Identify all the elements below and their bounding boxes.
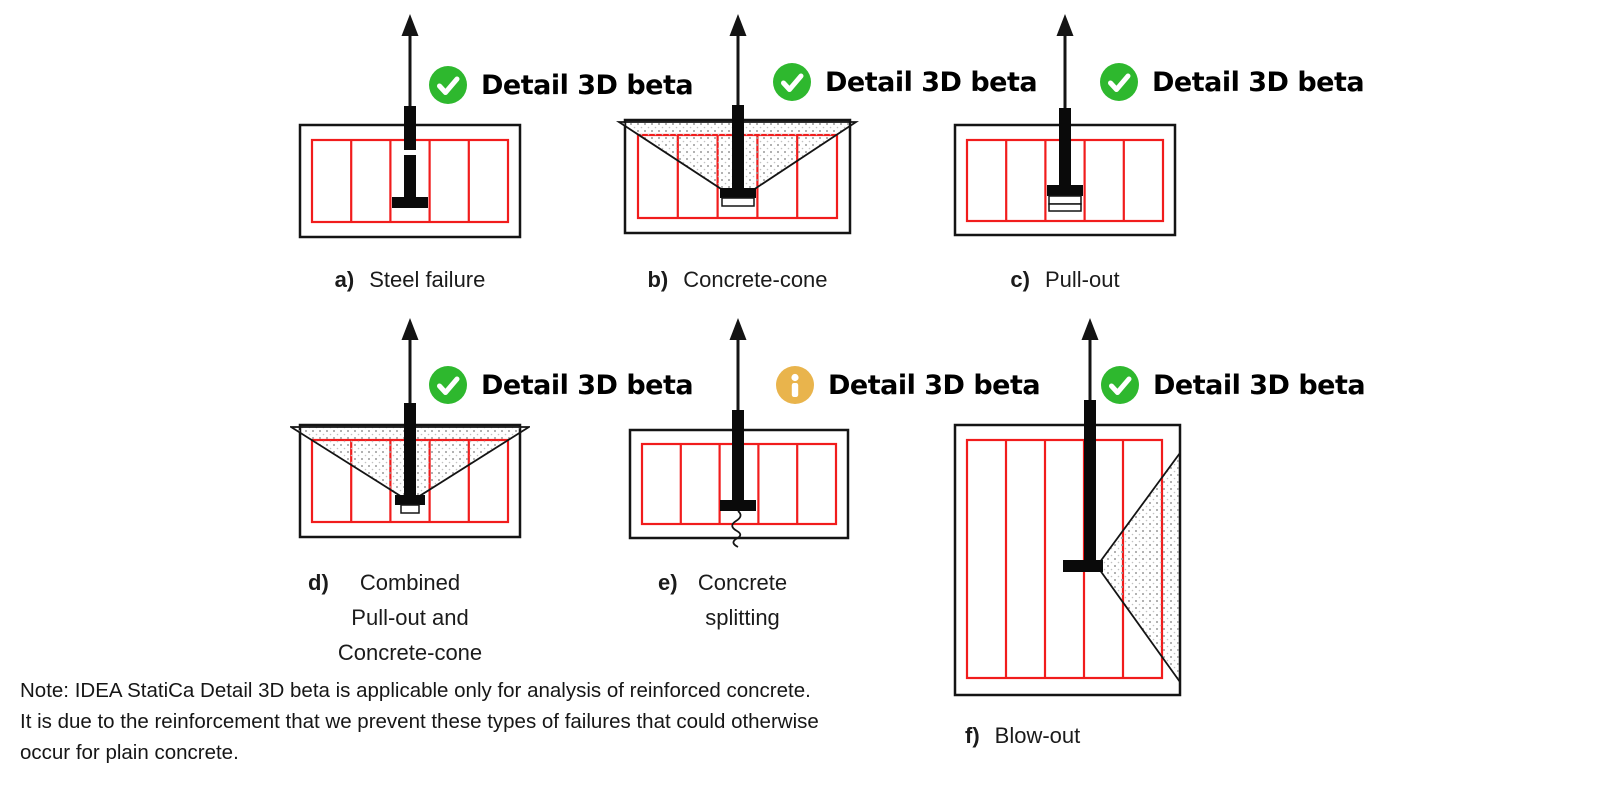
- figure-c-label: c): [1010, 267, 1030, 292]
- badge-e: Detail 3D beta: [775, 365, 1041, 405]
- badge-e-label: Detail 3D beta: [828, 369, 1041, 401]
- caption-f: f) Blow-out: [945, 718, 1190, 753]
- badge-c-label: Detail 3D beta: [1152, 66, 1365, 98]
- combined-drawing: [287, 318, 533, 539]
- figure-d-name-line1: Combined: [359, 570, 461, 595]
- badge-b-label: Detail 3D beta: [825, 66, 1038, 98]
- anchor-bolt: [1063, 400, 1103, 572]
- figure-f-name: Blow-out: [994, 723, 1081, 748]
- badge-d-label: Detail 3D beta: [481, 369, 694, 401]
- anchor-bolt: [720, 105, 756, 207]
- figure-pull-out: [945, 10, 1185, 250]
- check-icon: [429, 366, 467, 404]
- anchor-bolt-pulled-out: [1047, 108, 1083, 212]
- badge-c: Detail 3D beta: [1099, 62, 1365, 102]
- crack-line: [731, 510, 742, 548]
- figure-c-name: Pull-out: [1044, 267, 1120, 292]
- blow-out-drawing: [953, 318, 1182, 697]
- load-arrow-icon: [401, 318, 419, 403]
- figure-b-name: Concrete-cone: [683, 267, 828, 292]
- caption-c: c) Pull-out: [945, 262, 1185, 297]
- load-arrow-icon: [1081, 318, 1099, 400]
- steel-failure-drawing: [298, 14, 522, 239]
- blow-out-cone: [1095, 450, 1181, 685]
- figure-e-name-line2: splitting: [705, 605, 780, 630]
- anchor-bolt: [720, 410, 756, 511]
- figure-splitting: [620, 310, 860, 555]
- pull-out-drawing: [953, 14, 1177, 237]
- badge-a: Detail 3D beta: [428, 65, 694, 105]
- anchor-bolt-pulled-out: [395, 403, 425, 514]
- figure-e-name-line1: Concrete: [697, 570, 788, 595]
- badge-f-label: Detail 3D beta: [1153, 369, 1366, 401]
- badge-b: Detail 3D beta: [772, 62, 1038, 102]
- check-icon: [429, 66, 467, 104]
- note-text: Note: IDEA StatiCa Detail 3D beta is app…: [20, 679, 819, 764]
- figure-d-label: d): [308, 570, 329, 595]
- load-arrow-icon: [729, 318, 747, 410]
- load-arrow-icon: [401, 14, 419, 108]
- badge-d: Detail 3D beta: [428, 365, 694, 405]
- badge-a-label: Detail 3D beta: [481, 69, 694, 101]
- load-arrow-icon: [1056, 14, 1074, 108]
- concrete-cone-drawing: [615, 14, 859, 235]
- info-icon: [776, 366, 814, 404]
- check-icon: [1100, 63, 1138, 101]
- caption-d: d) Combined Pull-out and Concrete-cone: [290, 565, 530, 670]
- figure-d-name-line2: Pull-out and: [351, 605, 469, 630]
- badge-f: Detail 3D beta: [1100, 365, 1366, 405]
- check-icon: [773, 63, 811, 101]
- caption-a: a) Steel failure: [290, 262, 530, 297]
- splitting-drawing: [628, 318, 850, 548]
- figure-f-label: f): [965, 723, 980, 748]
- figure-combined: [287, 310, 533, 550]
- load-arrow-icon: [729, 14, 747, 105]
- check-icon: [1101, 366, 1139, 404]
- caption-e: e) Concrete splitting: [620, 565, 865, 635]
- figure-concrete-cone: [615, 10, 860, 250]
- figure-e-label: e): [658, 570, 678, 595]
- figure-d-name-line3: Concrete-cone: [337, 640, 483, 665]
- caption-b: b) Concrete-cone: [615, 262, 860, 297]
- figure-steel-failure: [290, 10, 530, 250]
- broken-anchor-bolt: [392, 106, 428, 208]
- figure-a-label: a): [334, 267, 355, 292]
- figure-a-name: Steel failure: [369, 267, 486, 292]
- figure-blow-out: [945, 305, 1195, 705]
- figure-b-label: b): [647, 267, 669, 292]
